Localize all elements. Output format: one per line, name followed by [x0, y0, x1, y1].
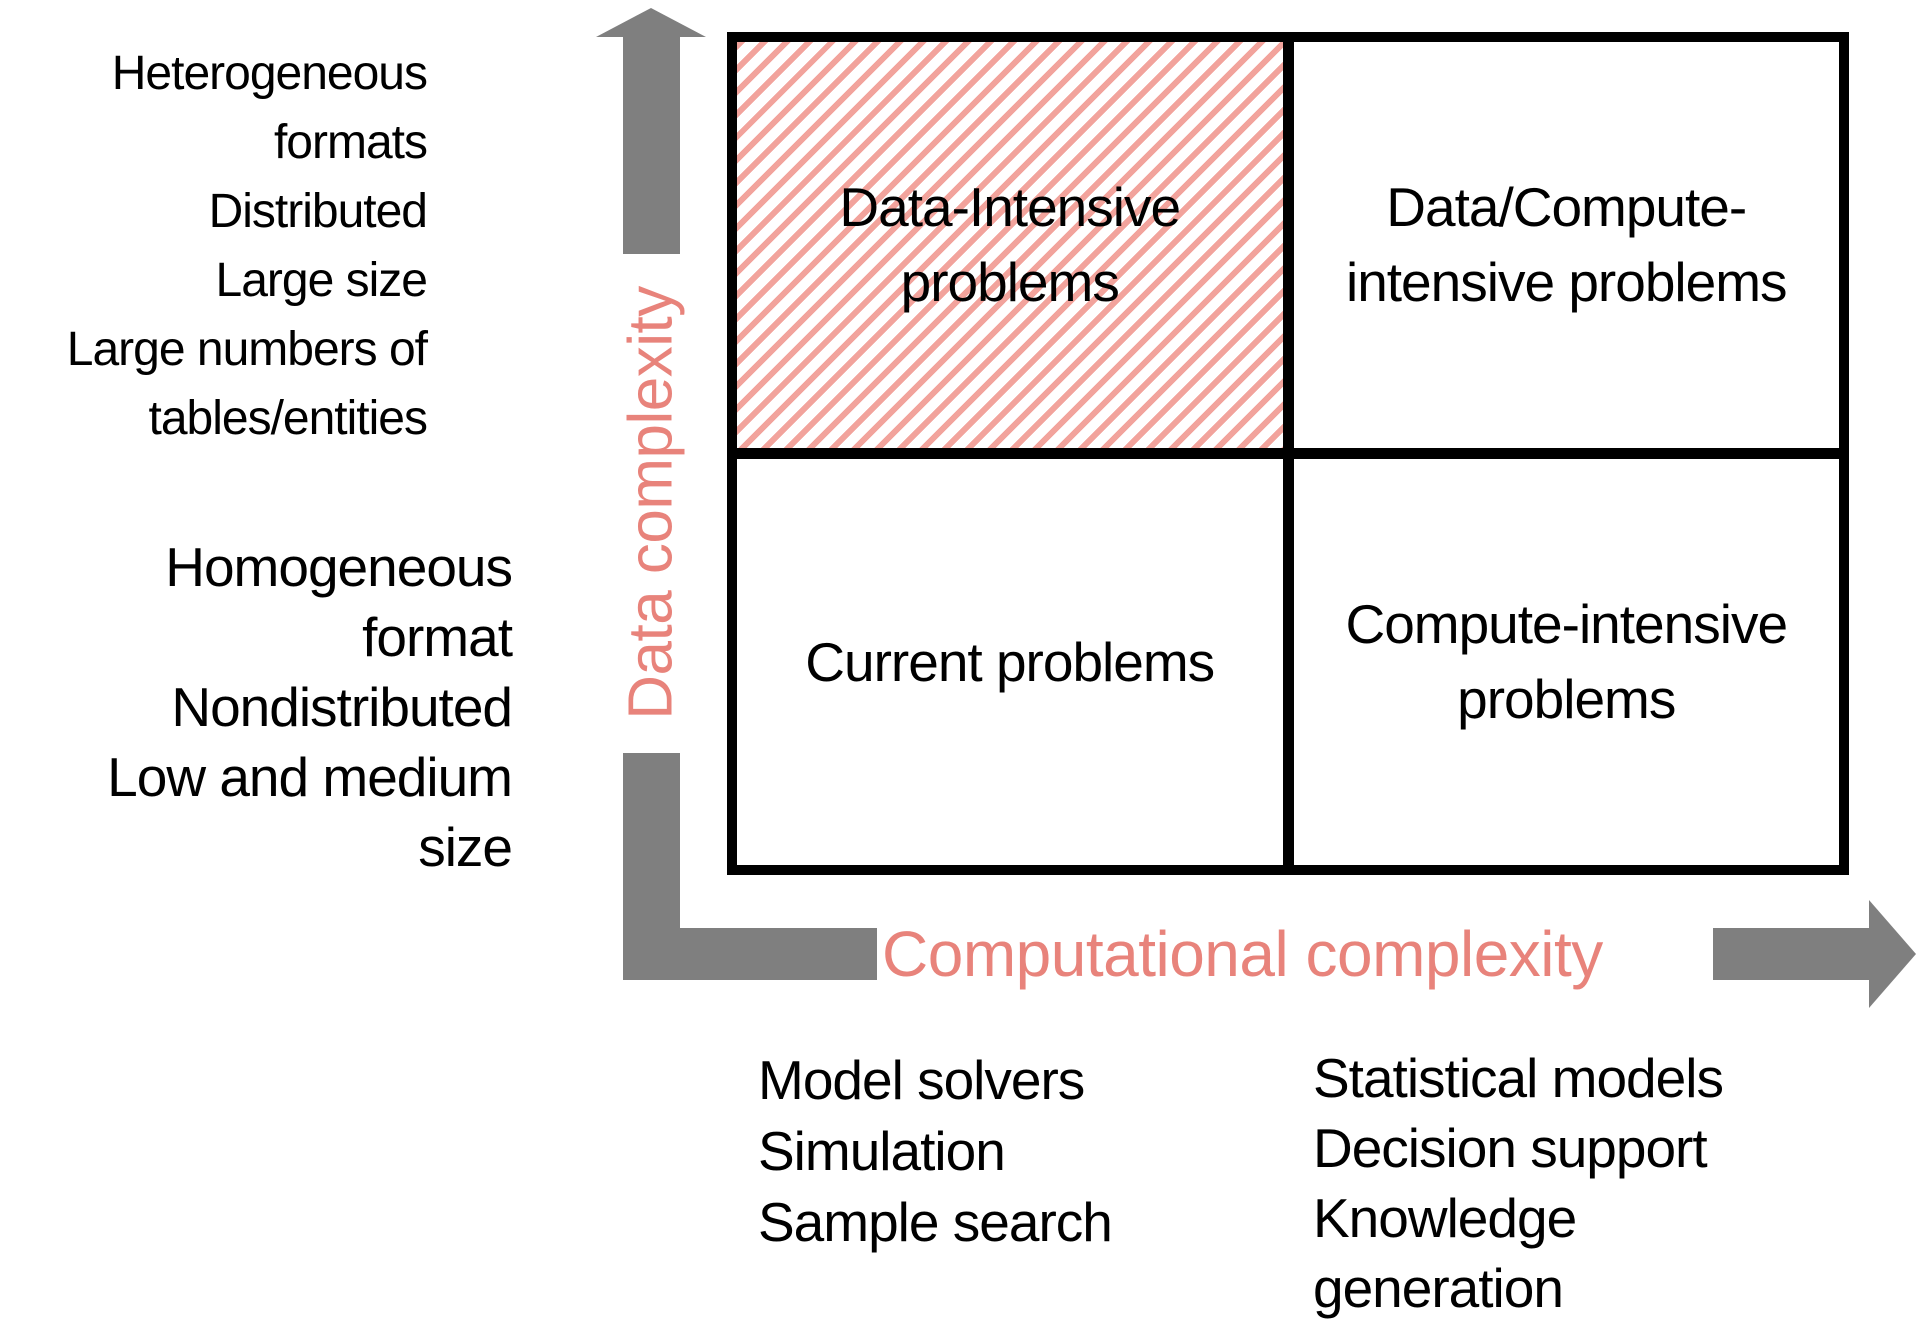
- x-axis-arrowhead-icon: [1869, 900, 1916, 1008]
- y-axis-annotation-low: Homogeneous format Nondistributed Low an…: [107, 536, 513, 878]
- quadrant-compute-intensive-label: Compute-intensive problems: [1345, 593, 1788, 730]
- y-axis-annotation-high: Heterogeneous formats Distributed Large …: [66, 47, 428, 445]
- quadrant-data-intensive: Data-Intensive problems: [737, 42, 1283, 448]
- quadrant-current-problems-label: Current problems: [805, 630, 1215, 693]
- quadrant-data-compute-intensive: Data/Compute- intensive problems: [1293, 42, 1839, 448]
- x-axis-shaft-left: [680, 928, 877, 980]
- y-axis-arrowhead-icon: [596, 8, 706, 37]
- quadrant-grid: Data-Intensive problems Data/Compute- in…: [727, 32, 1849, 875]
- y-axis-title: Data complexity: [616, 286, 686, 720]
- quadrant-data-compute-intensive-label: Data/Compute- intensive problems: [1345, 176, 1788, 313]
- quadrant-current-problems: Current problems: [737, 459, 1283, 865]
- x-axis-title: Computational complexity: [882, 918, 1603, 990]
- x-axis-shaft-right: [1713, 928, 1869, 980]
- x-axis-annotation-low: Model solvers Simulation Sample search: [758, 1049, 1113, 1253]
- y-axis-shaft-upper: [623, 36, 680, 254]
- quadrant-compute-intensive: Compute-intensive problems: [1293, 459, 1839, 865]
- quadrant-data-intensive-label: Data-Intensive problems: [839, 176, 1181, 313]
- x-axis-annotation-high: Statistical models Decision support Know…: [1313, 1047, 1724, 1319]
- y-axis-shaft-lower: [623, 753, 680, 980]
